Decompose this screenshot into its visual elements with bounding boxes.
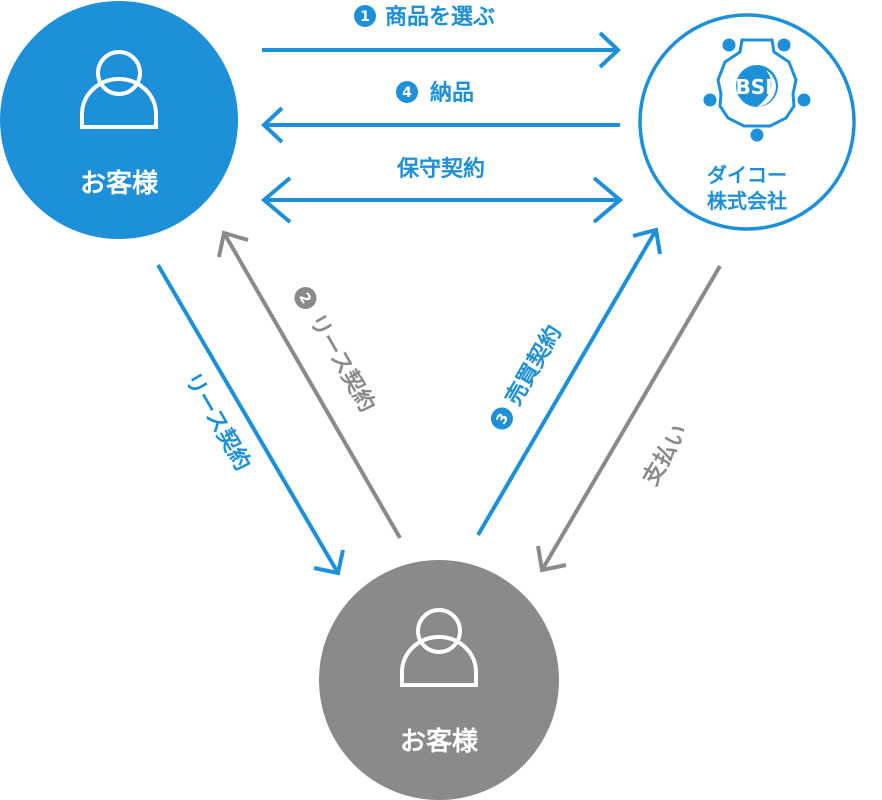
arrow-line (222, 232, 402, 539)
person-icon (400, 608, 478, 687)
arrow-head-left-icon (260, 176, 292, 224)
company-circle (638, 13, 856, 231)
edge-label: 保守契約 (396, 156, 485, 182)
node-company: BSI ダイコー 株式会社 (638, 13, 856, 231)
step-badge (490, 407, 513, 430)
arrow-line (476, 228, 658, 537)
arrow-head-icon (313, 549, 345, 576)
customer-bottom-label: お客様 (400, 726, 479, 757)
person-icon (80, 50, 158, 129)
arrow-head-right-icon (598, 31, 621, 69)
arrow-line (540, 264, 722, 572)
step-number: 1 (360, 9, 370, 25)
step-badge (354, 5, 376, 27)
edge-maintenance: 保守契約 (260, 156, 624, 224)
step-number: 4 (402, 85, 412, 101)
edge-label: 商品を選ぶ (385, 4, 495, 30)
edge-lease-blue: リース契約 (156, 263, 345, 576)
edge-payment: 支払い (536, 264, 722, 573)
step-badge (294, 287, 317, 309)
customer-top-circle (0, 1, 238, 239)
arrow-head-icon (217, 230, 249, 258)
logo-text: BSI (735, 75, 772, 99)
arrow-head-icon (536, 545, 567, 573)
step-badge (396, 81, 418, 103)
edge-lease-gray: 2 リース契約 (217, 230, 402, 539)
edge-label: リース契約 (179, 368, 256, 475)
edge-delivery: 4 納品 (261, 80, 620, 144)
edge-sales-contract: 3 売買契約 (476, 227, 662, 537)
customer-top-label: お客様 (80, 168, 159, 199)
arrow-head-right-icon (592, 176, 624, 224)
gear-logo-icon: BSI (703, 38, 811, 142)
edge-label: リース契約 (303, 309, 380, 416)
company-label-line1: ダイコー (707, 163, 787, 187)
edge-select-product: 1 商品を選ぶ (262, 4, 621, 69)
node-customer-bottom: お客様 (319, 560, 559, 800)
node-customer-top: お客様 (0, 1, 238, 239)
edge-label: 納品 (430, 80, 474, 106)
company-label-line2: 株式会社 (707, 189, 787, 213)
customer-bottom-circle (319, 560, 559, 800)
edge-label: 支払い (639, 420, 694, 490)
arrow-head-left-icon (261, 106, 284, 144)
arrow-head-icon (632, 227, 662, 255)
arrow-line (156, 263, 340, 575)
